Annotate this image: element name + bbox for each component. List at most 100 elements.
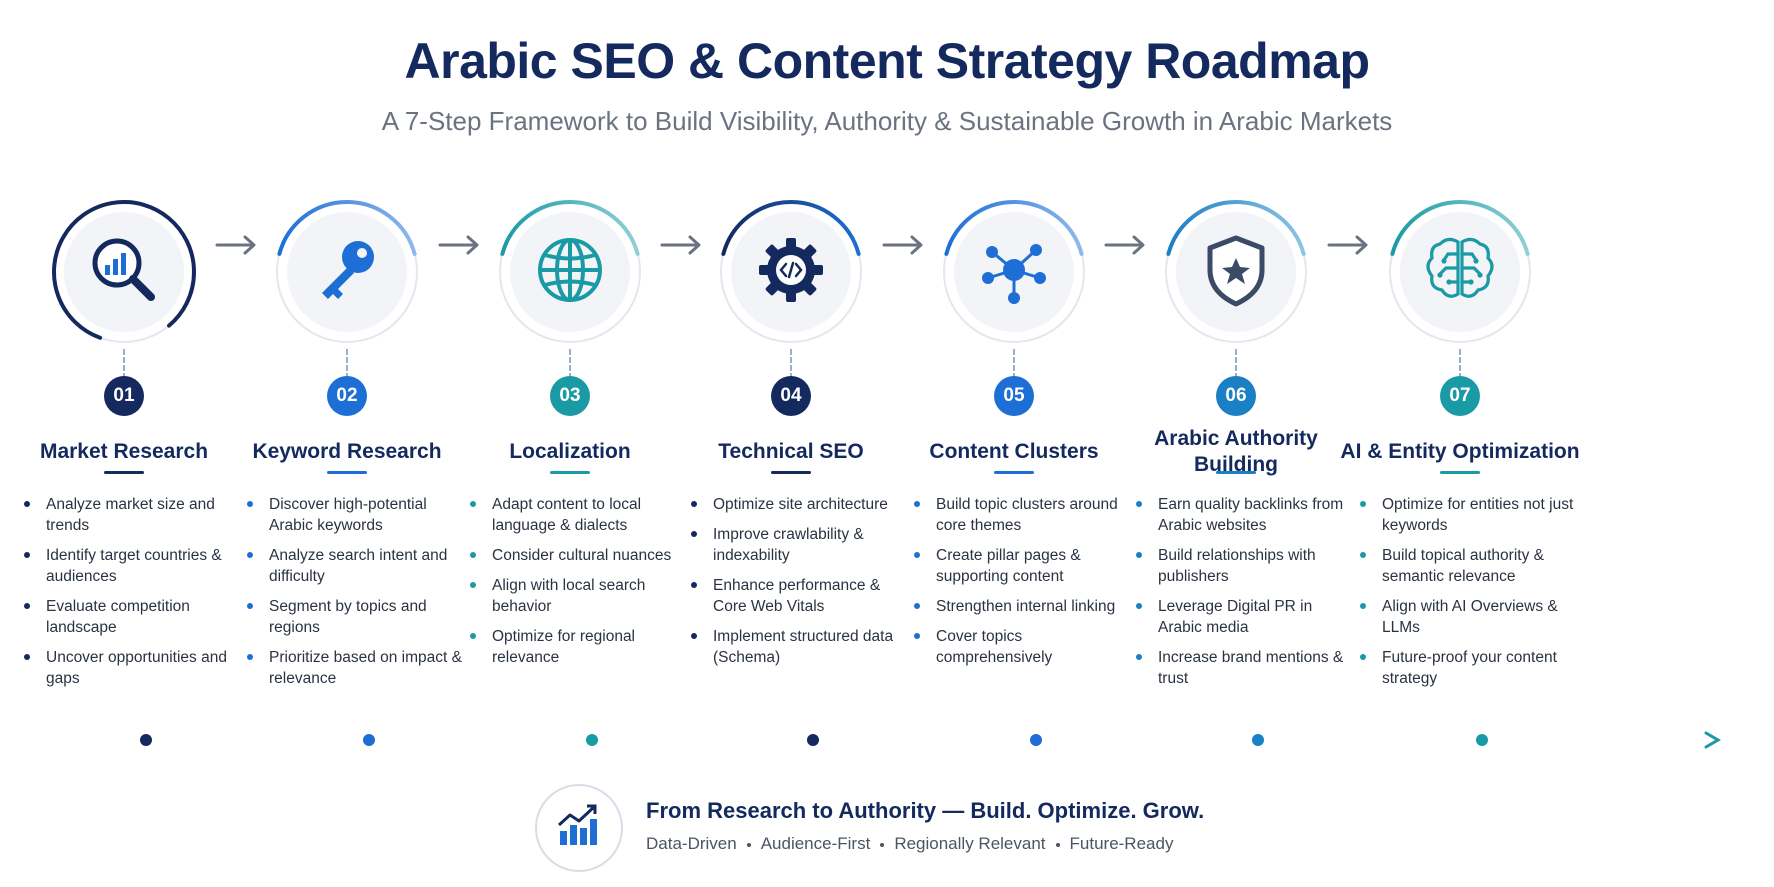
bullet-text: Uncover opportunities and gaps: [46, 649, 227, 687]
bullet-item: Identify target countries & audiences: [22, 545, 242, 587]
bullet-text: Consider cultural nuances: [492, 547, 672, 564]
bullet-text: Optimize for entities not just keywords: [1382, 496, 1574, 534]
step-connector: [1235, 349, 1237, 379]
step-arrow-icon: [1325, 234, 1371, 256]
step-title-underline: [1216, 471, 1256, 474]
step-number-badge: 05: [994, 376, 1034, 416]
footer-tag: Regionally Relevant: [894, 834, 1046, 853]
bullet-item: Strengthen internal linking: [912, 596, 1132, 617]
bullet-item: Leverage Digital PR in Arabic media: [1134, 596, 1354, 638]
bullet-text: Enhance performance & Core Web Vitals: [713, 577, 881, 615]
step-icon-ring: [496, 198, 644, 346]
shield-star-icon: [1196, 230, 1276, 315]
bullet-text: Align with AI Overviews & LLMs: [1382, 598, 1558, 636]
bullet-text: Align with local search behavior: [492, 577, 646, 615]
bullet-text: Build topical authority & semantic relev…: [1382, 547, 1544, 585]
step-connector: [790, 349, 792, 379]
bullet-item: Earn quality backlinks from Arabic websi…: [1134, 494, 1354, 536]
step-number-badge: 06: [1216, 376, 1256, 416]
bullet-item: Build topic clusters around core themes: [912, 494, 1132, 536]
step-title-underline: [327, 471, 367, 474]
bullet-text: Improve crawlability & indexability: [713, 526, 864, 564]
bullet-text: Build relationships with publishers: [1158, 547, 1316, 585]
footer-tag: Audience-First: [760, 834, 871, 853]
bullet-text: Analyze market size and trends: [46, 496, 215, 534]
bullet-text: Discover high-potential Arabic keywords: [269, 496, 427, 534]
footer-tags: Data-Driven Audience-First Regionally Rele…: [646, 834, 1173, 854]
timeline: [46, 731, 1721, 749]
bullet-text: Build topic clusters around core themes: [936, 496, 1118, 534]
bullet-item: Align with local search behavior: [468, 575, 688, 617]
step-number-badge: 07: [1440, 376, 1480, 416]
step-connector: [123, 349, 125, 379]
bullet-item: Analyze market size and trends: [22, 494, 242, 536]
bullet-item: Future-proof your content strategy: [1358, 647, 1578, 689]
bullet-text: Increase brand mentions & trust: [1158, 649, 1344, 687]
step-arrow-icon: [1102, 234, 1148, 256]
footer-tag: Data-Driven: [646, 834, 737, 853]
step-connector: [346, 349, 348, 379]
step-title-underline: [550, 471, 590, 474]
bullet-item: Build topical authority & semantic relev…: [1358, 545, 1578, 587]
footer-title: From Research to Authority — Build. Opti…: [646, 798, 1205, 823]
bullet-text: Earn quality backlinks from Arabic websi…: [1158, 496, 1344, 534]
page-subtitle: A 7-Step Framework to Build Visibility, …: [381, 106, 1393, 136]
step-icon-ring: [940, 198, 1088, 346]
step-title: Technical SEO: [718, 440, 864, 463]
timeline-dot-05: [1030, 734, 1042, 746]
bullet-item: Optimize site architecture: [689, 494, 909, 515]
footer-badge: [535, 784, 623, 872]
timeline-dot-03: [586, 734, 598, 746]
bullet-item: Analyze search intent and difficulty: [245, 545, 465, 587]
growth-chart-icon: [554, 801, 604, 856]
step-title-underline: [104, 471, 144, 474]
step-connector: [569, 349, 571, 379]
bullet-text: Future-proof your content strategy: [1382, 649, 1557, 687]
step-title-underline: [771, 471, 811, 474]
code-gear-icon: [751, 230, 831, 315]
bullet-text: Implement structured data (Schema): [713, 628, 894, 666]
step-arrow-icon: [658, 234, 704, 256]
step-arrow-icon: [436, 234, 482, 256]
bullet-item: Increase brand mentions & trust: [1134, 647, 1354, 689]
bullet-text: Cover topics comprehensively: [936, 628, 1053, 666]
bullet-item: Consider cultural nuances: [468, 545, 688, 566]
step-title: Content Clusters: [929, 440, 1099, 463]
timeline-dot-04: [807, 734, 819, 746]
bullet-item: Implement structured data (Schema): [689, 626, 909, 668]
bullet-item: Evaluate competition landscape: [22, 596, 242, 638]
bullet-item: Improve crawlability & indexability: [689, 524, 909, 566]
step-icon-ring: [273, 198, 421, 346]
bullet-item: Uncover opportunities and gaps: [22, 647, 242, 689]
timeline-arrowhead: [1704, 731, 1721, 749]
bullet-text: Evaluate competition landscape: [46, 598, 190, 636]
step-bullet-list: Earn quality backlinks from Arabic websi…: [1134, 494, 1354, 698]
step-title-underline: [994, 471, 1034, 474]
magnifier-chart-icon: [85, 231, 163, 314]
page-title: Arabic SEO & Content Strategy Roadmap: [404, 33, 1371, 89]
step-title: AI & Entity Optimization: [1340, 440, 1580, 463]
bullet-text: Leverage Digital PR in Arabic media: [1158, 598, 1313, 636]
step-number-badge: 04: [771, 376, 811, 416]
bullet-text: Analyze search intent and difficulty: [269, 547, 448, 585]
step-number-badge: 01: [104, 376, 144, 416]
step-title-underline: [1440, 471, 1480, 474]
step-icon-ring: [1386, 198, 1534, 346]
step-arrow-icon: [880, 234, 926, 256]
bullet-text: Adapt content to local language & dialec…: [492, 496, 642, 534]
step-title: Localization: [509, 440, 631, 463]
footer-tag: Future-Ready: [1069, 834, 1174, 853]
bullet-item: Segment by topics and regions: [245, 596, 465, 638]
tag-separator: [880, 842, 885, 847]
globe-icon: [530, 230, 610, 315]
bullet-item: Enhance performance & Core Web Vitals: [689, 575, 909, 617]
bullet-item: Discover high-potential Arabic keywords: [245, 494, 465, 536]
bullet-item: Cover topics comprehensively: [912, 626, 1132, 668]
step-arrow-icon: [213, 234, 259, 256]
bullet-text: Prioritize based on impact & relevance: [269, 649, 462, 687]
step-icon-ring: [50, 198, 198, 346]
tag-separator: [1055, 842, 1060, 847]
brain-circuit-icon: [1418, 228, 1502, 317]
